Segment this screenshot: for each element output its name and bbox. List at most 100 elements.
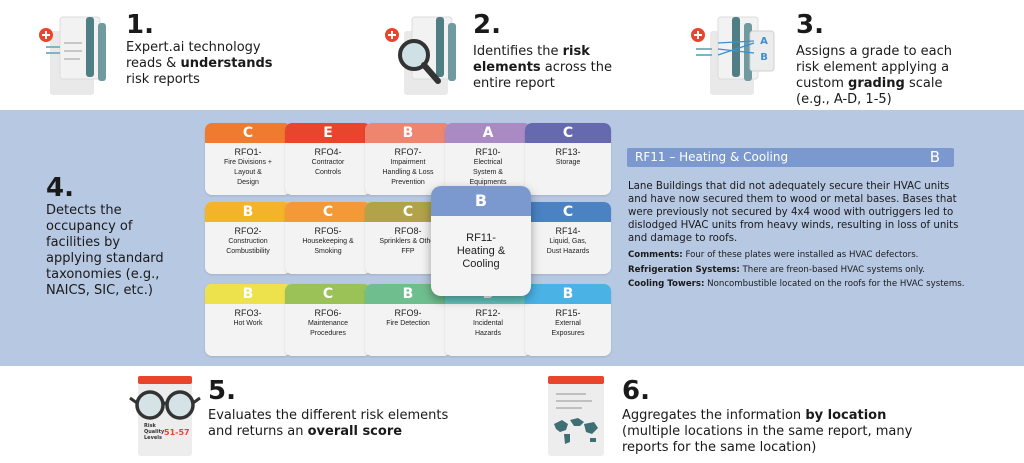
step-text-line: custom grading scale <box>796 76 943 91</box>
risk-card-grade: C <box>365 202 451 222</box>
risk-card-code: RFO9- <box>394 308 422 318</box>
step-text-line: occupancy of <box>46 219 133 234</box>
risk-card-grade: C <box>525 123 611 143</box>
risk-card-code: RF15- <box>555 308 581 318</box>
risk-card-grade: C <box>205 123 291 143</box>
risk-card-name-line: Procedures <box>310 330 346 337</box>
risk-card-grade: B <box>365 123 451 143</box>
risk-card-grade: B <box>205 202 291 222</box>
step-text-line: NAICS, SIC, etc.) <box>46 283 153 298</box>
risk-card-grade: B <box>365 284 451 304</box>
overall-score-icon: Risk Quality Levels 51-57 <box>129 376 201 456</box>
risk-card-name-line: Controls <box>314 169 342 176</box>
risk-card-name-line: Contractor <box>311 159 345 166</box>
step-text-line: reports for the same location) <box>622 440 817 455</box>
detail-note-cooling-towers: Cooling Towers: Noncombustible located o… <box>628 279 965 289</box>
step-text-line: Assigns a grade to each <box>796 44 953 59</box>
score-label-line-1: Risk <box>144 423 157 429</box>
risk-card-grade: C <box>285 284 371 304</box>
risk-card-name-line: FFP <box>401 248 415 255</box>
step-3-number: 3. <box>796 10 824 40</box>
step-text-line: facilities by <box>46 235 121 250</box>
risk-card-code: RF13- <box>555 147 581 157</box>
risk-card-name-line: Layout & <box>234 169 262 176</box>
grade-b-label: B <box>760 52 768 63</box>
risk-card-code: RF12- <box>475 308 501 318</box>
grade-a-label: A <box>760 36 768 47</box>
step-text-line: Identifies the risk <box>473 44 590 59</box>
step-5-number: 5. <box>208 376 236 406</box>
selected-card-rf11[interactable]: B RF11- Heating & Cooling <box>431 186 531 296</box>
step-text-line: Detects the <box>46 203 122 218</box>
score-value: 51-57 <box>164 428 190 437</box>
step-2-number: 2. <box>473 10 501 40</box>
step-text-line: Expert.ai technology <box>126 40 261 55</box>
selected-card-name-line-2: Cooling <box>462 258 500 270</box>
risk-card-name-line: Storage <box>555 159 581 166</box>
risk-card-code: RF14- <box>555 226 581 236</box>
step-text-line: Evaluates the different risk elements <box>208 408 449 423</box>
step-6-number: 6. <box>622 376 650 406</box>
detail-summary: Lane Buildings that did not adequately s… <box>628 181 959 244</box>
step-text-line: risk element applying a <box>796 60 950 75</box>
detail-grade: B <box>929 148 940 166</box>
document-reading-icon <box>39 16 106 95</box>
detail-notes: Comments: Four of these plates were inst… <box>628 250 973 294</box>
step-text-line: (multiple locations in the same report, … <box>622 424 913 439</box>
magnifier-document-icon <box>385 16 456 95</box>
risk-card-grade: C <box>525 202 611 222</box>
risk-card-grade: C <box>285 202 371 222</box>
step-6-text: Aggregates the information by location(m… <box>622 408 912 456</box>
risk-card-name-line: Handling & Loss <box>382 169 434 176</box>
step-4-number: 4. <box>46 173 74 203</box>
risk-card-name-line: Combustibility <box>226 248 270 255</box>
risk-card-code: RFO1- <box>234 147 262 157</box>
risk-card-name-line: Incidental <box>473 320 503 327</box>
risk-card-name-line: Sprinklers & Other <box>379 238 437 245</box>
risk-card-grade: A <box>445 123 531 143</box>
selected-card-code: RF11- <box>466 232 496 244</box>
grading-document-icon: A B <box>691 16 775 95</box>
risk-card-name-line: System & <box>473 169 503 176</box>
step-text-line: reads & understands <box>126 56 273 71</box>
step-text-line: applying standard <box>46 251 164 266</box>
risk-card-code: RF10- <box>475 147 501 157</box>
risk-card-code: RFO3- <box>234 308 262 318</box>
step-1-number: 1. <box>126 10 154 40</box>
risk-card-name-line: Construction <box>228 238 268 245</box>
risk-card-name-line: Liquid, Gas, <box>549 238 587 245</box>
step-text-line: risk reports <box>126 72 200 87</box>
step-text-line: and returns an overall score <box>208 424 403 439</box>
step-text-line: elements across the <box>473 60 612 75</box>
risk-card-grade: E <box>285 123 371 143</box>
step-text-line: entire report <box>473 76 555 91</box>
detail-note-comments: Comments: Four of these plates were inst… <box>628 250 919 260</box>
step-text-line: (e.g., A-D, 1-5) <box>796 92 892 107</box>
risk-card-name-line: Impairment <box>390 159 426 166</box>
risk-card-name-line: Equipments <box>469 179 507 186</box>
risk-card-name-line: Smoking <box>314 248 342 255</box>
score-label-line-3: Levels <box>144 435 162 441</box>
detail-note-refrigeration: Refrigeration Systems: There are freon-b… <box>628 264 925 275</box>
selected-card-grade: B <box>431 186 531 216</box>
detail-title: RF11 – Heating & Cooling <box>635 150 789 164</box>
risk-card-code: RFO6- <box>314 308 342 318</box>
risk-card-grade: B <box>205 284 291 304</box>
risk-card-rf13[interactable]: C RF13- Storage <box>525 123 611 195</box>
risk-card-name-line: Design <box>237 179 259 186</box>
